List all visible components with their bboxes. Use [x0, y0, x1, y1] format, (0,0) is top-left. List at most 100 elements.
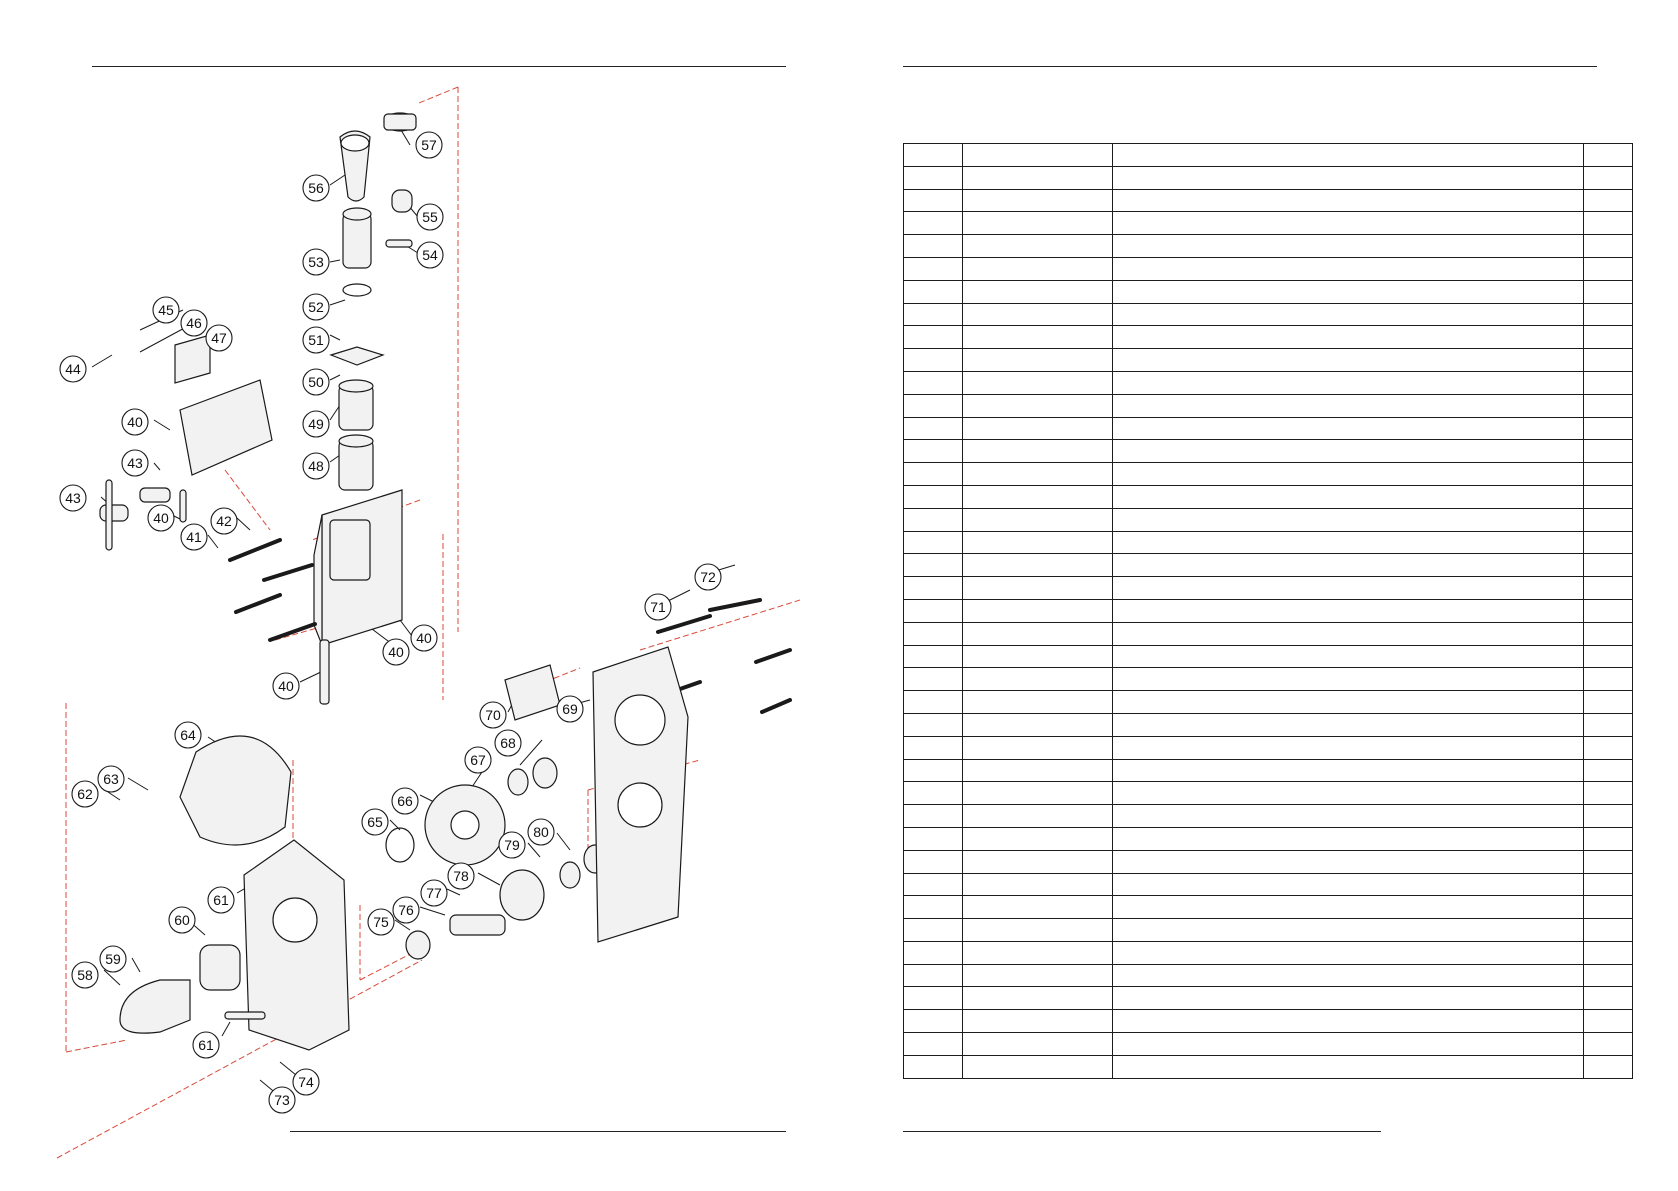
callout-61: 61 [192, 1031, 220, 1059]
housing-bore-shape [272, 897, 318, 943]
table-cell [903, 781, 963, 806]
table-cell [1112, 1009, 1584, 1034]
callout-75: 75 [367, 908, 395, 936]
table-cell [903, 1009, 963, 1034]
table-cell [903, 348, 963, 372]
table-row [903, 940, 1633, 965]
callout-leader [236, 517, 251, 531]
table-cell [1112, 690, 1584, 714]
table-row [903, 781, 1633, 806]
leader-line [359, 949, 419, 981]
callout-78: 78 [447, 862, 475, 890]
callout-73: 73 [268, 1086, 296, 1114]
callout-circle [494, 729, 522, 757]
table-cell [962, 804, 1113, 828]
table-row [903, 895, 1633, 920]
callout-circle [527, 818, 555, 846]
table-cell [1112, 872, 1584, 897]
callout-71: 71 [644, 593, 672, 621]
pinion-shaft-shape [449, 914, 506, 936]
bolt-shape [228, 538, 282, 562]
table-cell [1583, 758, 1633, 783]
table-cell [1112, 188, 1584, 213]
t-handle-bar-shape [105, 479, 113, 551]
dowel-pin-shape [179, 489, 187, 523]
footer-rule-left [290, 1131, 786, 1132]
table-cell [903, 234, 963, 258]
table-row [903, 393, 1633, 418]
table-row [903, 1009, 1633, 1034]
table-cell [1583, 781, 1633, 806]
cover-plate-shape [174, 334, 211, 384]
table-cell [903, 986, 963, 1011]
table-cell [962, 484, 1113, 509]
callout-circle [302, 174, 330, 202]
table-cell [962, 895, 1113, 920]
table-cell [1112, 211, 1584, 236]
table-header-row [903, 143, 1633, 167]
table-cell [903, 553, 963, 578]
callout-number: 58 [77, 967, 93, 983]
leader-line [224, 469, 271, 531]
callout-circle [416, 241, 444, 269]
callout-40: 40 [382, 638, 410, 666]
callout-number: 64 [180, 727, 196, 743]
table-cell [903, 279, 963, 304]
block-spacer-shape [504, 664, 561, 721]
table-cell [962, 872, 1113, 897]
table-cell [1583, 325, 1633, 350]
callout-56: 56 [302, 174, 330, 202]
callout-leader [329, 374, 341, 381]
callout-leader [394, 919, 411, 931]
callout-leader [279, 1061, 297, 1076]
callout-circle [152, 296, 180, 324]
table-cell [1112, 370, 1584, 395]
table-cell [1112, 439, 1584, 464]
callout-68: 68 [494, 729, 522, 757]
table-cell [962, 439, 1113, 464]
shaft-bearing-shape [405, 930, 431, 960]
callout-41: 41 [180, 523, 208, 551]
callout-66: 66 [391, 787, 419, 815]
callout-79: 79 [498, 831, 526, 859]
table-cell [903, 804, 963, 828]
table-row [903, 667, 1633, 692]
callout-circle [302, 368, 330, 396]
callout-leader [329, 404, 341, 421]
table-row [903, 553, 1633, 578]
table-cell [903, 507, 963, 532]
bolt-shape [268, 622, 317, 642]
table-cell [903, 872, 963, 897]
callout-number: 48 [308, 458, 324, 474]
table-cell [962, 416, 1113, 441]
table-cell [962, 1032, 1113, 1056]
table-cell [1112, 279, 1584, 304]
clamp-bracket-shape [179, 379, 273, 476]
callout-number: 54 [422, 247, 438, 263]
callout-57: 57 [415, 131, 443, 159]
hex-nut-shape [507, 768, 529, 796]
table-cell [903, 963, 963, 988]
table-cell [962, 826, 1113, 851]
table-row [903, 576, 1633, 600]
table-cell [962, 553, 1113, 578]
callout-circle [99, 945, 127, 973]
callout-72: 72 [694, 563, 722, 591]
table-row [903, 690, 1633, 714]
table-cell [962, 348, 1113, 372]
callout-67: 67 [464, 746, 492, 774]
table-cell [903, 256, 963, 281]
callout-54: 54 [416, 241, 444, 269]
callout-number: 72 [700, 569, 716, 585]
callout-circle [382, 638, 410, 666]
table-row [903, 621, 1633, 646]
header-rule-right [903, 66, 1597, 67]
bolt-shape [760, 698, 792, 714]
callout-number: 79 [504, 837, 520, 853]
table-cell [962, 963, 1113, 988]
table-row [903, 484, 1633, 509]
table-cell [1112, 667, 1584, 692]
callout-circle [498, 831, 526, 859]
table-cell [962, 849, 1113, 874]
